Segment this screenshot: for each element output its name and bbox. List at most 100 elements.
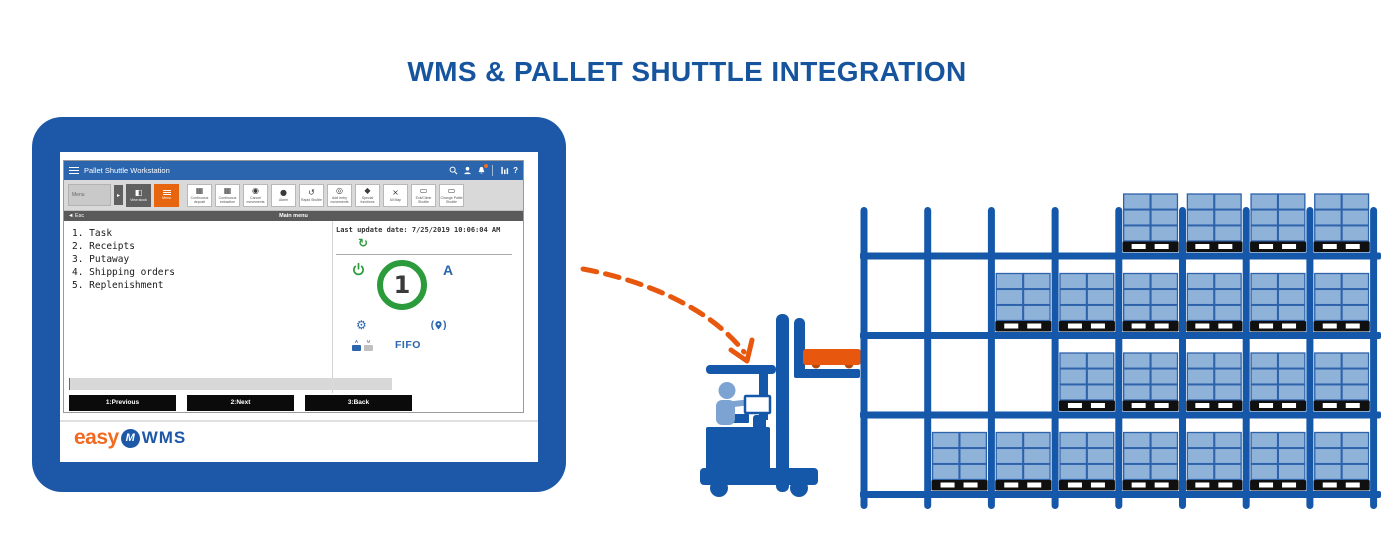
pallet-with-boxes (1058, 431, 1115, 491)
pallet-with-boxes (1122, 352, 1179, 411)
menu-item[interactable]: 1. Task (72, 228, 113, 239)
mecalux-logo-icon: M (120, 428, 140, 448)
view-stock-button[interactable]: ◧ View stock (126, 183, 151, 207)
dropdown-caret-button[interactable]: ▸ (114, 185, 123, 205)
pallet-with-boxes (1313, 193, 1370, 252)
rack-post (924, 207, 932, 509)
rack-post (1242, 207, 1250, 509)
pallet-with-boxes (1250, 431, 1307, 491)
gear-icon[interactable]: ⚙ (356, 318, 367, 332)
panel-divider (332, 221, 333, 393)
toolbar-button[interactable]: ◆ Special functions (355, 183, 380, 207)
toolbar-button[interactable]: ◎ Add entry movements (327, 183, 352, 207)
pallet-with-boxes (1058, 352, 1115, 411)
help-icon[interactable]: ? (513, 166, 518, 175)
footer-button[interactable]: 2:Next (187, 394, 294, 411)
user-icon[interactable] (462, 166, 472, 176)
menu-item[interactable]: 2. Receipts (72, 241, 135, 252)
rack-post (1115, 207, 1123, 509)
app-header-title: Pallet Shuttle Workstation (84, 166, 170, 175)
toolbar-button[interactable]: ◉ Cancel movements (243, 183, 268, 207)
breadcrumb: ◄ Esc Main menu (64, 211, 523, 221)
rack-post (987, 207, 995, 509)
toolbar-button[interactable]: ▭ Exit/Climb Shuttle (411, 183, 436, 207)
pallet-with-boxes (1250, 352, 1307, 411)
menu-button-icon (162, 189, 171, 196)
shuttle-number: 1 (393, 271, 411, 299)
app-header: Pallet Shuttle Workstation (64, 161, 523, 180)
rack-post (1179, 207, 1186, 509)
toolbar-button[interactable]: × All Map (383, 183, 408, 207)
rack-beam (860, 332, 1381, 339)
shuttle-number-indicator: 1 (377, 260, 427, 310)
pallet-with-boxes (1250, 193, 1307, 252)
notifications-bell-icon[interactable] (476, 163, 489, 176)
pallet-with-boxes (1186, 431, 1243, 491)
toolbar-button-icon: ▦ (223, 185, 232, 195)
status-divider (336, 254, 512, 255)
shuttle-status-panel: Last update date: 7/25/2019 10:06:04 AM … (336, 226, 522, 351)
toolbar-button-icon: ▭ (419, 185, 428, 195)
toolbar-button[interactable]: ▭ Change Pallet Shuttle (439, 183, 464, 207)
operator-tablet (743, 394, 772, 415)
am-mode-icon: A M (352, 339, 373, 351)
toolbar-buttons: ▦ Continuous deposit ▦ Continuous extrac… (187, 183, 464, 207)
footer-button[interactable]: 3:Back (305, 394, 412, 411)
pallet-with-boxes (1122, 272, 1179, 332)
last-update-text: Last update date: 7/25/2019 10:06:04 AM (336, 226, 501, 234)
menu-dropdown[interactable]: Menu (68, 184, 111, 206)
refresh-icon[interactable]: ↻ (358, 236, 369, 250)
locate-shuttle-beacon-icon[interactable]: () (430, 319, 447, 331)
toolbar-button[interactable]: ● Alarm (271, 183, 296, 207)
search-icon[interactable] (448, 166, 458, 176)
menu-button[interactable]: Menu (154, 183, 179, 207)
header-actions: ? (448, 163, 518, 176)
tablet-device: Pallet Shuttle Workstation (32, 117, 566, 492)
pallet-with-boxes (1122, 431, 1179, 491)
integration-arrow (580, 266, 755, 364)
pallet-with-boxes (1313, 352, 1370, 411)
rack-post (1051, 207, 1059, 509)
esc-back-button[interactable]: ◄ Esc (68, 213, 85, 219)
command-input[interactable] (69, 378, 392, 390)
menu-item[interactable]: 4. Shipping orders (72, 267, 175, 278)
power-icon (352, 262, 365, 281)
forklift (700, 314, 861, 497)
notification-badge (483, 163, 489, 168)
pallet-with-boxes (931, 431, 988, 491)
pallet-with-boxes (1250, 272, 1307, 332)
tablet-screen: Pallet Shuttle Workstation (60, 152, 538, 462)
toolbar: Menu ▸ ◧ View stock Menu ▦ Continuous de… (64, 180, 523, 211)
toolbar-button[interactable]: ↺ Rapid Shuttle (299, 183, 324, 207)
rack-beam (860, 491, 1381, 498)
menu-item[interactable]: 5. Replenishment (72, 280, 164, 291)
status-icons-row: ⚙ () (336, 319, 522, 331)
stats-icon[interactable] (499, 166, 509, 176)
rack-post (860, 207, 868, 509)
forklift-illustration (580, 266, 861, 497)
pallet-with-boxes (1313, 272, 1370, 332)
toolbar-button-icon: ◎ (336, 185, 343, 195)
footer-button[interactable]: 1:Previous (69, 394, 176, 411)
hamburger-menu-icon[interactable] (69, 166, 79, 175)
pallet-with-boxes (1186, 272, 1243, 332)
rack-post (1370, 207, 1378, 509)
screen-divider (60, 420, 538, 422)
shuttle-row: 1 A (336, 260, 522, 310)
easy-wms-logo: easy M WMS (74, 426, 187, 449)
header-divider (492, 165, 494, 176)
main-content: 1. Task 2. Receipts 3. Putaway 4. Shipping … (64, 221, 523, 393)
pallet-with-boxes (1313, 431, 1370, 491)
toolbar-button[interactable]: ▦ Continuous extraction (215, 183, 240, 207)
toolbar-button-icon: ◉ (252, 185, 259, 195)
pallet-with-boxes (995, 272, 1052, 332)
fifo-label: FIFO (395, 339, 421, 351)
toolbar-button[interactable]: ▦ Continuous deposit (187, 183, 212, 207)
menu-item[interactable]: 3. Putaway (72, 254, 130, 265)
rack-beam (860, 252, 1381, 260)
toolbar-button-icon: ● (280, 187, 287, 197)
footer-buttons: 1:Previous 2:Next 3:Back (64, 393, 523, 412)
fifo-row: A M FIFO (336, 339, 522, 351)
rack-illustration (860, 193, 1381, 509)
